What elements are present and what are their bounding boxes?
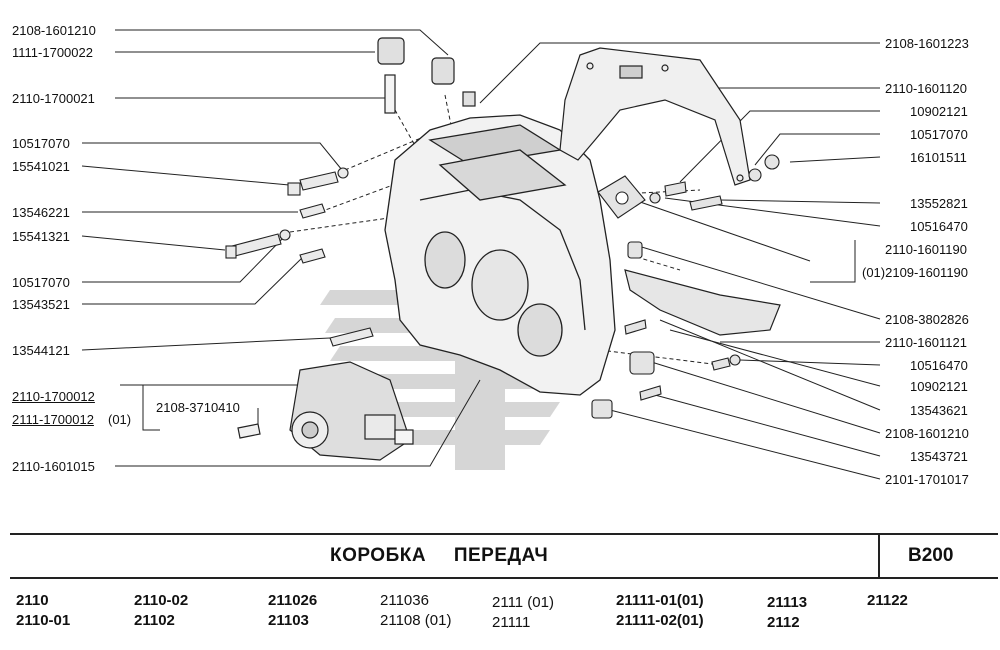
leader-lines-right xyxy=(479,42,881,480)
part-label: 10516470 xyxy=(910,219,968,234)
model-item: 21108 (01) xyxy=(380,612,452,629)
part-label: 2108-1601223 xyxy=(885,36,969,51)
part-label: 10902121 xyxy=(910,379,968,394)
part-label: 2110-1700021 xyxy=(12,91,95,106)
cap-part xyxy=(377,37,476,114)
part-label: 13543721 xyxy=(910,449,968,464)
part-label: 13544121 xyxy=(12,343,70,358)
title-divider xyxy=(878,535,880,577)
page-title: КОРОБКА ПЕРЕДАЧ xyxy=(330,545,549,566)
part-label: (01)2109-1601190 xyxy=(862,265,969,280)
part-label: 10517070 xyxy=(12,136,70,151)
model-item: 211026 xyxy=(268,592,318,609)
model-item: 21113 xyxy=(767,594,808,611)
model-item: 21111-02(01) xyxy=(616,612,704,629)
part-label: 13552821 xyxy=(910,196,968,211)
section-code: B200 xyxy=(908,545,954,566)
part-label: 2108-1601210 xyxy=(885,426,969,441)
model-item: 2112 xyxy=(767,614,800,631)
part-label: 2110-1700012 xyxy=(12,389,95,404)
watermark-logo xyxy=(320,280,600,470)
part-label: 13543621 xyxy=(910,403,968,418)
flywheel-shield xyxy=(559,47,781,336)
model-item: 2110-01 xyxy=(16,612,71,629)
part-label: 2108-1601210 xyxy=(12,23,96,38)
model-item: 21111-01(01) xyxy=(616,592,704,609)
part-label: 1111-1700022 xyxy=(12,45,93,60)
right-small-parts xyxy=(591,154,780,419)
part-label: 2101-1701017 xyxy=(885,472,969,487)
part-label: 13546221 xyxy=(12,205,70,220)
part-label: 10902121 xyxy=(910,104,968,119)
part-label: 2110-1601190 xyxy=(885,242,967,257)
model-item: 21122 xyxy=(867,592,908,609)
part-label: 15541321 xyxy=(12,229,70,244)
model-item: 211036 xyxy=(380,592,429,609)
title-bar: КОРОБКА ПЕРЕДАЧ B200 xyxy=(10,533,998,579)
part-label: 2111-1700012 xyxy=(12,412,94,427)
gearbox-housing xyxy=(384,114,616,396)
part-label: 16101511 xyxy=(910,150,967,165)
part-label: 10516470 xyxy=(910,358,968,373)
part-label: 2110-1601121 xyxy=(885,335,967,350)
part-label: 2110-1601120 xyxy=(885,81,967,96)
model-item: 2110-02 xyxy=(134,592,189,609)
model-item: 21103 xyxy=(268,612,309,629)
leader-lines-left xyxy=(81,29,481,467)
part-label-variant: (01) xyxy=(108,412,132,427)
part-label: 10517070 xyxy=(910,127,968,142)
model-item: 2110 xyxy=(16,592,49,609)
part-label: 2108-3710410 xyxy=(156,400,240,415)
part-label: 15541021 xyxy=(12,159,70,174)
left-bolts xyxy=(225,167,374,347)
part-label: 2110-1601015 xyxy=(12,459,95,474)
part-label: 2108-3802826 xyxy=(885,312,969,327)
model-item: 21102 xyxy=(134,612,175,629)
reverse-switch-assembly xyxy=(237,361,414,461)
model-item: 2111 (01) xyxy=(492,594,554,611)
part-label: 13543521 xyxy=(12,297,70,312)
gearbox-drawing xyxy=(81,29,881,480)
exploded-view-diagram: 2108-1601210 1111-1700022 2110-1700021 1… xyxy=(12,23,969,487)
model-item: 21111 xyxy=(492,614,531,631)
part-label: 10517070 xyxy=(12,275,70,290)
